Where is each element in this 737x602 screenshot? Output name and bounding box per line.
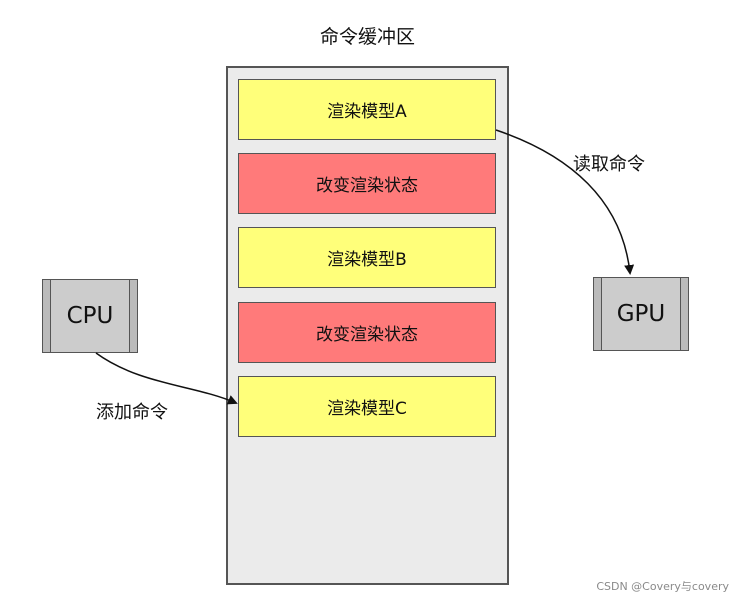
gpu-label: GPU (616, 301, 666, 327)
command-render-model-c: 渲染模型C (238, 376, 496, 437)
add-command-arrow (95, 352, 238, 405)
add-command-label: 添加命令 (96, 402, 168, 423)
buffer-title: 命令缓冲区 (319, 26, 415, 48)
command-change-state-1: 改变渲染状态 (238, 153, 496, 214)
read-command-arrow (495, 129, 635, 275)
cpu-left-bar (43, 280, 51, 352)
gpu-left-bar (594, 278, 602, 350)
cpu-box: CPU (42, 279, 138, 353)
gpu-right-bar (680, 278, 688, 350)
command-change-state-2: 改变渲染状态 (238, 302, 496, 363)
cpu-right-bar (129, 280, 137, 352)
command-render-model-a: 渲染模型A (238, 79, 496, 140)
command-render-model-b: 渲染模型B (238, 227, 496, 288)
cpu-label: CPU (66, 303, 114, 329)
gpu-box: GPU (593, 277, 689, 351)
watermark-text: CSDN @Covery与covery (596, 580, 729, 593)
read-command-label: 读取命令 (573, 154, 645, 175)
